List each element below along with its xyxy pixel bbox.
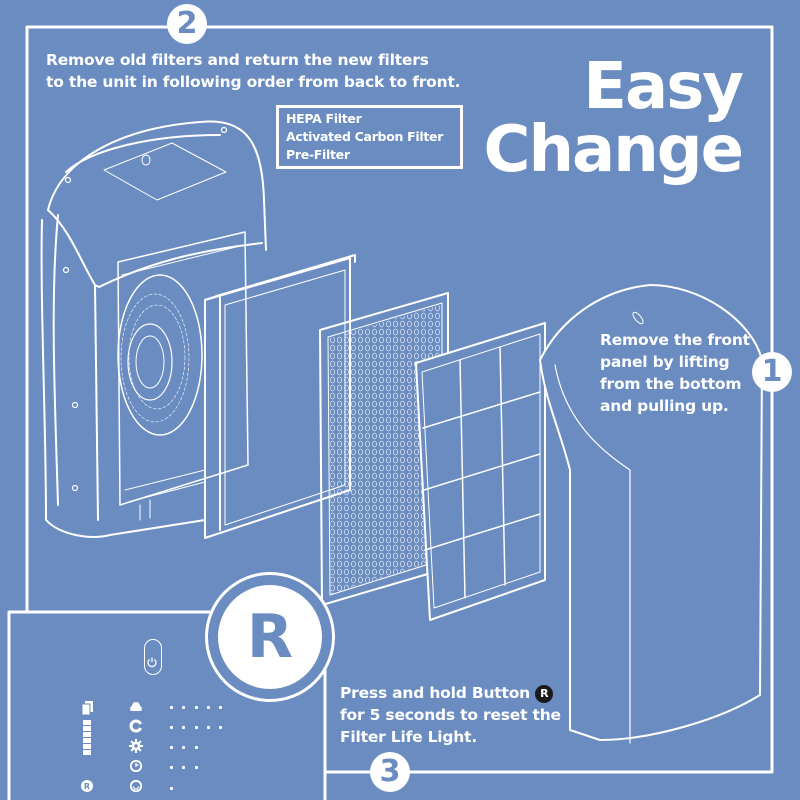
sleep-mode-icon: [129, 779, 143, 793]
indicator-dot: [182, 726, 185, 729]
reset-badge: R: [205, 572, 335, 702]
indicator-dot: [219, 706, 222, 709]
filter-life-segment: [83, 726, 91, 731]
indicator-dot: [207, 706, 210, 709]
filter-life-segment: [83, 732, 91, 737]
purifier-body: [40, 120, 267, 538]
filter-order-item-hepa: HEPA Filter: [286, 111, 362, 126]
power-button[interactable]: [144, 639, 162, 675]
control-panel-frame: [7, 610, 327, 800]
filter-life-segment: [83, 750, 91, 755]
step-3-line-2: for 5 seconds to reset the: [340, 706, 561, 724]
indicator-dot: [170, 706, 173, 709]
instruction-frame: [25, 25, 774, 774]
front-panel: [539, 284, 763, 744]
step-3-line-1-text: Press and hold Button: [340, 684, 530, 702]
filter-life-segment: [83, 720, 91, 725]
filter-stack-icon: [82, 701, 93, 715]
step-2-badge: 2: [167, 4, 207, 44]
step-1-badge: 1: [752, 352, 792, 392]
filter-life-segment: [83, 738, 91, 743]
step-2-instructions: Remove old filters and return the new fi…: [46, 49, 461, 93]
reset-badge-label: R: [218, 585, 322, 689]
step-3-badge: 3: [370, 752, 410, 792]
step-1-instructions: Remove the front panel by lifting from t…: [600, 329, 750, 417]
fan-speed-icon: [129, 739, 143, 753]
indicator-dot: [182, 766, 185, 769]
filter-order-list: HEPA Filter Activated Carbon Filter Pre-…: [276, 105, 463, 169]
step-1-line-2: panel by lifting: [600, 353, 730, 371]
reset-button-icon: R: [535, 685, 554, 703]
indicator-dot: [207, 726, 210, 729]
reset-icon[interactable]: R: [81, 780, 93, 792]
fan-grille: [117, 274, 203, 436]
indicator-dot: [170, 746, 173, 749]
cloud-icon: [130, 702, 142, 711]
filter-life-segment: [83, 744, 91, 749]
indicator-dot: [182, 746, 185, 749]
title-line-2: Change: [483, 113, 744, 187]
step-3-line-3: Filter Life Light.: [340, 728, 478, 746]
indicator-dot: [195, 706, 198, 709]
auto-mode-icon: [129, 719, 143, 733]
indicator-dot: [195, 746, 198, 749]
indicator-dot: [195, 766, 198, 769]
timer-icon: [129, 759, 143, 773]
step-3-instructions: Press and hold Button R for 5 seconds to…: [340, 682, 561, 748]
title-line-1: Easy: [583, 50, 744, 124]
indicator-dot: [195, 726, 198, 729]
step-1-line-1: Remove the front: [600, 331, 750, 349]
step-3-line-1: Press and hold Button R: [340, 682, 561, 704]
step-2-line-1: Remove old filters and return the new fi…: [46, 51, 429, 69]
step-2-line-2: to the unit in following order from back…: [46, 73, 461, 91]
filter-order-item-carbon: Activated Carbon Filter: [286, 129, 444, 144]
indicator-dot: [170, 726, 173, 729]
indicator-dot: [170, 787, 173, 790]
power-icon: [147, 657, 157, 668]
step-1-line-4: and pulling up.: [600, 397, 729, 415]
indicator-dot: [219, 726, 222, 729]
indicator-dot: [182, 706, 185, 709]
step-1-line-3: from the bottom: [600, 375, 742, 393]
pre-filter: [415, 322, 546, 621]
filter-order-item-prefilter: Pre-Filter: [286, 147, 350, 162]
indicator-dot: [170, 766, 173, 769]
